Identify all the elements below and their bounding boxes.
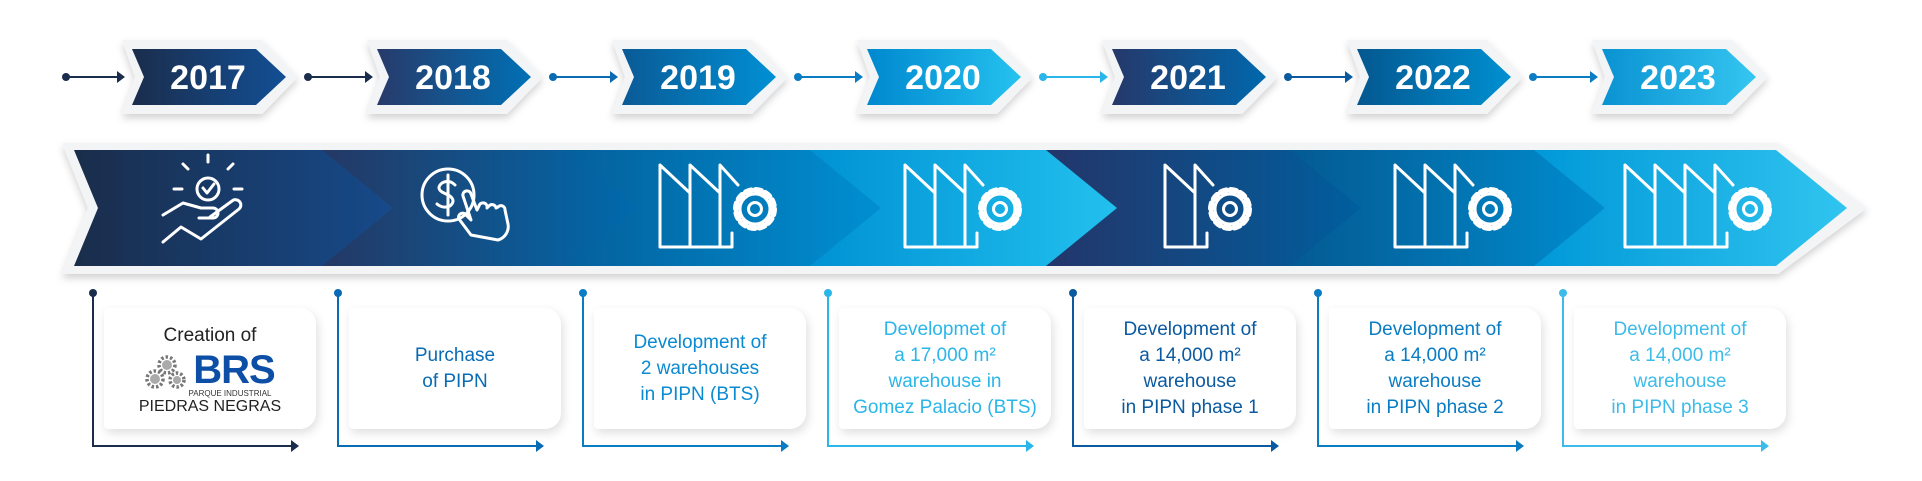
card-text-line: a 14,000 m² <box>1629 344 1731 366</box>
milestone-card-2019: Development of 2 warehouses in PIPN (BTS) <box>594 308 806 429</box>
year-row: 2017 2018 2019 2020 2021 2022 2023 <box>62 40 1768 114</box>
milestone-card-2017: Creation of BRS PARQUE INDUSTRIAL PIEDRA… <box>104 308 316 429</box>
card-text-line: a 14,000 m² <box>1384 344 1486 366</box>
year-chevron-2020: 2020 <box>857 40 1033 114</box>
year-label: 2021 <box>1150 59 1226 97</box>
year-chevron-2021: 2021 <box>1102 40 1278 114</box>
year-chevron-2017: 2017 <box>122 40 298 114</box>
card-text-line: warehouse <box>1388 370 1482 392</box>
year-label: 2023 <box>1640 59 1716 97</box>
milestone-card-2018: Purchase of PIPN <box>349 308 561 429</box>
dollar-click-icon <box>420 167 510 242</box>
year-connector-arrow <box>62 71 125 83</box>
card-text-line: in PIPN (BTS) <box>640 383 760 405</box>
factory-gear-icon <box>1163 163 1252 249</box>
card-text-line: in PIPN phase 3 <box>1611 396 1749 418</box>
card-connector-2018 <box>334 289 544 452</box>
chevron-shape <box>867 49 1021 105</box>
progress-band <box>62 143 1867 274</box>
chevron-shape <box>1357 49 1511 105</box>
factory-gear-icon <box>903 163 1022 249</box>
logo-name: PIEDRAS NEGRAS <box>138 397 282 415</box>
chevron-shape <box>377 49 531 105</box>
brs-logo: BRS PARQUE INDUSTRIAL PIEDRAS NEGRAS <box>138 347 282 415</box>
year-connector-arrow <box>304 71 373 83</box>
card-text-line: Development of <box>633 331 767 353</box>
card-text-line: a 14,000 m² <box>1139 344 1241 366</box>
card-text-line: Development of <box>1368 318 1502 340</box>
year-label: 2018 <box>415 59 491 97</box>
card-connector-2021 <box>1069 289 1279 452</box>
logo-subtitle: PARQUE INDUSTRIAL <box>188 388 272 398</box>
card-text-line: warehouse in <box>888 370 1002 392</box>
factory-gear-icon <box>1393 163 1512 249</box>
band-segment-2021 <box>1046 150 1361 266</box>
chevron-shape <box>1602 49 1756 105</box>
card-text-line: in PIPN phase 1 <box>1121 396 1259 418</box>
card-connector-2023 <box>1559 289 1769 452</box>
card-connector-2019 <box>579 289 789 452</box>
year-chevron-2018: 2018 <box>367 40 543 114</box>
card-connector-2020 <box>824 289 1034 452</box>
year-chevron-2023: 2023 <box>1592 40 1768 114</box>
chevron-shape <box>622 49 776 105</box>
card-text-line: warehouse <box>1633 370 1727 392</box>
band-segment-2019 <box>566 150 881 266</box>
year-label: 2020 <box>905 59 981 97</box>
idea-hand-icon <box>161 153 244 244</box>
card-text-line: Gomez Palacio (BTS) <box>853 396 1037 418</box>
gears-icon <box>145 354 187 389</box>
year-connector-arrow <box>1529 71 1598 83</box>
card-text-line: Development of <box>1613 318 1747 340</box>
factory-gear-icon <box>658 163 777 249</box>
logo-brand: BRS <box>193 347 275 392</box>
chevron-shape <box>1112 49 1266 105</box>
year-connector-arrow <box>549 71 618 83</box>
card-text-line: Developmet of <box>883 318 1007 340</box>
year-label: 2022 <box>1395 59 1471 97</box>
card-text-line: a 17,000 m² <box>894 344 996 366</box>
card-connector-2022 <box>1314 289 1524 452</box>
card-text-line: Purchase <box>414 344 496 366</box>
card-text-line: Development of <box>1123 318 1257 340</box>
band-segment-2017 <box>74 150 393 266</box>
milestone-card-2020: Developmet of a 17,000 m² warehouse in Gome… <box>839 308 1051 429</box>
card-connector-2017 <box>89 289 299 452</box>
band-segment-2023 <box>1534 150 1847 266</box>
card-text-line: warehouse <box>1143 370 1237 392</box>
card-text-line: Creation of <box>163 324 257 346</box>
band-segment-2022 <box>1290 150 1605 266</box>
year-connector-arrow <box>1039 71 1108 83</box>
card-connectors <box>89 289 1769 452</box>
year-connector-arrow <box>794 71 863 83</box>
year-chevron-2019: 2019 <box>612 40 788 114</box>
year-label: 2019 <box>660 59 736 97</box>
card-text-line: of PIPN <box>422 370 488 392</box>
card-text-line: 2 warehouses <box>640 357 760 379</box>
milestone-card-2021: Development of a 14,000 m² warehouse in PIP… <box>1084 308 1296 429</box>
factory-gear-icon <box>1623 163 1772 249</box>
year-chevron-2022: 2022 <box>1347 40 1523 114</box>
chevron-shape <box>132 49 286 105</box>
milestone-card-2023: Development of a 14,000 m² warehouse in PIP… <box>1574 308 1786 429</box>
year-connector-arrow <box>1284 71 1353 83</box>
year-label: 2017 <box>170 59 246 97</box>
milestone-card-2022: Development of a 14,000 m² warehouse in PIP… <box>1329 308 1541 429</box>
card-text-line: in PIPN phase 2 <box>1366 396 1504 418</box>
